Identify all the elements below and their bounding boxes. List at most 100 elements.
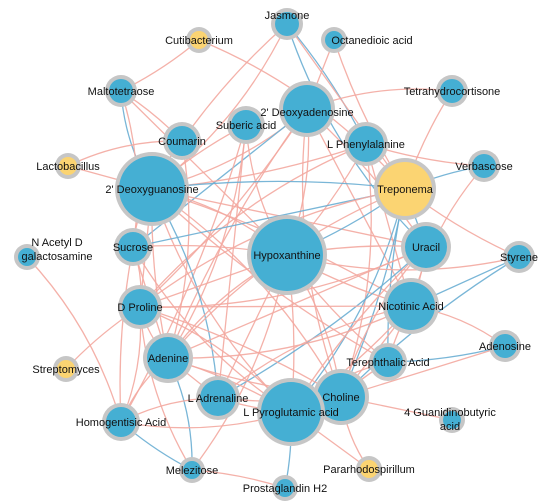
node-label-prostaglandin: Prostaglandin H2 [243,483,327,495]
node-core-dproline [122,289,158,325]
node-label-tetrahydrocortisone: Tetrahydrocortisone [404,86,501,98]
node-melezitose[interactable] [179,457,205,483]
node-core-nicotinic [387,282,435,330]
node-tetrahydrocortisone[interactable] [436,75,468,107]
node-label-hypoxanthine: Hypoxanthine [253,250,320,262]
node-label-sucrose: Sucrose [113,242,153,254]
node-terephthalic[interactable] [369,343,407,381]
edge-suberic-homogentisic [120,124,247,423]
node-maltotetraose[interactable] [105,75,137,107]
node-deoxyguanosine[interactable] [115,152,189,226]
edge-deoxyadenosine-adenine [167,108,308,359]
node-core-prostaglandin [276,479,294,497]
node-sucrose[interactable] [114,228,152,266]
node-label-ladrenaline: L Adrenaline [188,393,249,405]
node-core-terephthalic [373,347,403,377]
node-core-guanidinobutyric [443,411,461,429]
node-label-octanedioic: Octanedioic acid [331,35,412,47]
node-label-pararhodospirillum: Pararhodospirillum [323,464,415,476]
node-core-lactobacillus [59,157,77,175]
node-core-homogentisic [106,407,136,437]
node-core-uracil [405,226,447,268]
edge-dproline-nicotinic [139,305,412,308]
node-octanedioic[interactable] [321,27,347,53]
node-styrene[interactable] [503,241,535,273]
node-core-treponema [378,162,432,216]
node-label-melezitose: Melezitose [166,465,219,477]
node-label-verbascose: Verbascose [455,161,512,173]
node-dproline[interactable] [118,285,162,329]
node-jasmone[interactable] [271,8,303,40]
node-ladrenaline[interactable] [196,376,240,420]
node-label-terephthalic: Terephthalic Acid [346,357,429,369]
node-label-choline: Choline [322,392,359,404]
node-label-suberic: Suberic acid [216,120,277,132]
node-label-adenine: Adenine [148,353,188,365]
edge-suberic-ladrenaline [217,124,247,399]
node-hypoxanthine[interactable] [247,215,327,295]
node-adenosine[interactable] [489,330,521,362]
node-guanidinobutyric[interactable] [439,407,465,433]
node-label-homogentisic: Homogentisic Acid [76,417,167,429]
node-lactobacillus[interactable] [55,153,81,179]
node-coumarin[interactable] [163,122,201,160]
node-deoxyadenosine[interactable] [279,81,335,137]
node-label-dproline: D Proline [117,302,162,314]
node-treponema[interactable] [374,158,436,220]
edge-sucrose-homogentisic [119,246,134,423]
node-lpyroglutamic[interactable] [257,378,325,446]
node-lphenylalanine[interactable] [344,122,388,166]
node-label-treponema: Treponema [377,184,434,196]
node-label-streptomyces: Streptomyces [32,364,100,376]
node-layer [14,8,535,501]
node-verbascose[interactable] [468,150,500,182]
node-core-choline [317,373,365,421]
node-core-pararhodospirillum [360,460,378,478]
edge-nicotinic-adenine [167,305,412,359]
node-core-nacetyl [18,248,36,266]
node-core-hypoxanthine [251,219,323,291]
node-core-verbascose [472,154,496,178]
node-core-melezitose [183,461,201,479]
node-label-nicotinic: Nicotinic Acid [378,301,443,313]
node-label-cutibacterium: Cutibacterium [165,35,233,47]
node-core-ladrenaline [200,380,236,416]
node-core-streptomyces [57,360,75,378]
edge-nacetyl-homogentisic [26,256,122,423]
node-suberic[interactable] [227,106,265,144]
node-core-tetrahydrocortisone [440,79,464,103]
node-core-cutibacterium [190,31,208,49]
node-cutibacterium[interactable] [186,27,212,53]
node-uracil[interactable] [401,222,451,272]
node-pararhodospirillum[interactable] [356,456,382,482]
node-label-deoxyadenosine: 2' Deoxyadenosine [260,107,353,119]
node-nacetyl[interactable] [14,244,40,270]
node-label-maltotetraose: Maltotetraose [88,86,155,98]
node-core-styrene [507,245,531,269]
node-adenine[interactable] [143,333,193,383]
node-label-lphenylalanine: L Phenylalanine [327,139,405,151]
node-core-adenine [147,337,189,379]
node-core-sucrose [118,232,148,262]
node-label-adenosine: Adenosine [479,341,531,353]
node-streptomyces[interactable] [53,356,79,382]
node-core-deoxyadenosine [283,85,331,133]
node-choline[interactable] [313,369,369,425]
node-label-styrene: Styrene [500,252,538,264]
node-homogentisic[interactable] [102,403,140,441]
node-prostaglandin[interactable] [272,475,298,501]
node-label-lpyroglutamic: L Pyroglutamic acid [243,407,339,419]
node-core-adenosine [493,334,517,358]
node-nicotinic[interactable] [383,278,439,334]
node-core-suberic [231,110,261,140]
node-core-lpyroglutamic [261,382,321,442]
node-core-octanedioic [325,31,343,49]
node-label-jasmone: Jasmone [265,10,310,22]
node-core-lphenylalanine [348,126,384,162]
edge-coumarin-adenine [167,140,190,359]
node-core-deoxyguanosine [119,156,185,222]
